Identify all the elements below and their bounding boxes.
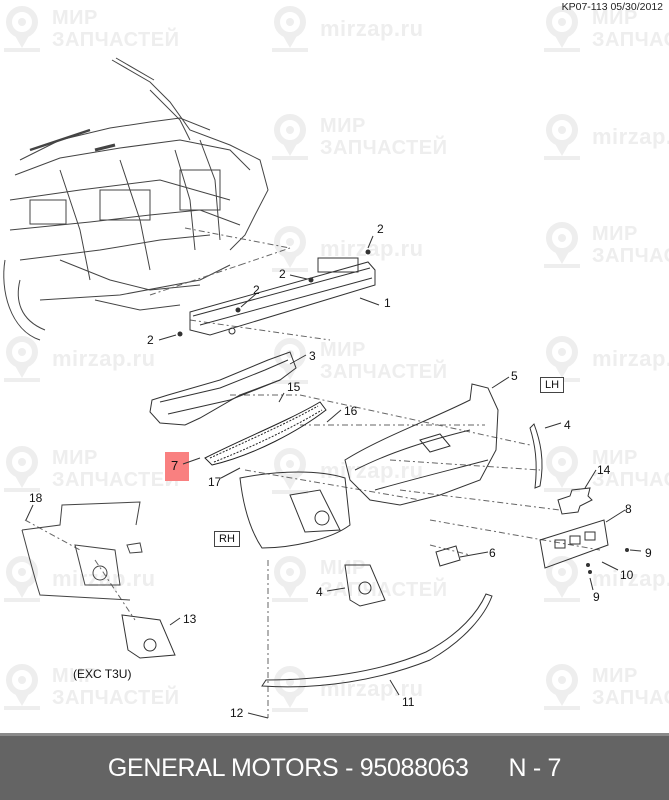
watermark-site-text: mirzap.ru (320, 16, 424, 41)
watermark-line2: ЗАПЧАСТЕЙ (320, 579, 448, 601)
map-pin-icon (272, 448, 308, 494)
watermark-line1: МИР (52, 447, 98, 469)
map-pin-icon (544, 664, 580, 710)
callout-2[interactable]: 2 (147, 333, 154, 347)
watermark-line2: ЗАПЧАСТЕЙ (320, 361, 448, 383)
map-pin-icon (544, 556, 580, 602)
map-pin-icon (272, 114, 308, 160)
callout-16[interactable]: 16 (344, 404, 358, 418)
map-pin-icon (4, 664, 40, 710)
watermark-site-text: mirzap.ru (592, 346, 669, 371)
watermark-line1: МИР (52, 7, 98, 29)
part-14-emblem (557, 487, 593, 515)
map-pin-icon (272, 226, 308, 272)
watermark-line2: ЗАПЧАСТЕЙ (52, 469, 180, 491)
part-8-license-bracket (539, 519, 609, 569)
watermark-line2: ЗАПЧАСТЕЙ (52, 687, 180, 709)
vehicle-front-structure (3, 57, 269, 341)
map-pin-icon (4, 556, 40, 602)
watermark-line1: МИР (320, 115, 366, 137)
part-11-spoiler (261, 593, 493, 688)
part-5-fascia-upper (344, 383, 499, 506)
footer-part-text: GENERAL MOTORS - 95088063 N - 7 (107, 753, 562, 782)
part-3-energy-absorber (149, 351, 297, 426)
callout-2[interactable]: 2 (253, 283, 260, 297)
diagram-canvas: МИР ЗАПЧАСТЕЙ mirzap.ru МИР ЗАПЧАСТЕЙ МИ… (3, 1, 669, 720)
exploded-parts-drawing (3, 57, 642, 719)
callout-18[interactable]: 18 (29, 491, 43, 505)
exclusion-note: (EXC T3U) (73, 667, 132, 681)
callout-4[interactable]: 4 (564, 418, 571, 432)
watermark-line1: МИР (320, 557, 366, 579)
watermark-line2: ЗАПЧАСТЕЙ (592, 687, 669, 709)
callout-9[interactable]: 9 (593, 590, 600, 604)
callout-11[interactable]: 11 (402, 695, 415, 709)
callout-1[interactable]: 1 (384, 296, 391, 310)
part-1-impact-bar (189, 257, 376, 336)
callout-6[interactable]: 6 (489, 546, 496, 560)
watermark-line2: ЗАПЧАСТЕЙ (592, 29, 669, 51)
watermark-line2: ЗАПЧАСТЕЙ (52, 29, 180, 51)
part-13-fog-bezel (121, 614, 176, 659)
watermark-line2: ЗАПЧАСТЕЙ (320, 137, 448, 159)
map-pin-icon (4, 336, 40, 382)
part-info-footer: GENERAL MOTORS - 95088063 N - 7 (0, 733, 669, 800)
watermark-line1: МИР (320, 339, 366, 361)
watermark-line2: ЗАПЧАСТЕЙ (592, 245, 669, 267)
highlighted-part-marker[interactable] (165, 452, 189, 481)
map-pin-icon (544, 222, 580, 268)
map-pin-icon (272, 6, 308, 52)
watermark-site-text: mirzap.ru (592, 124, 669, 149)
watermark-line2: ЗАПЧАСТЕЙ (592, 469, 669, 491)
watermark-line1: МИР (592, 447, 638, 469)
callout-4[interactable]: 4 (316, 585, 323, 599)
callout-15[interactable]: 15 (287, 380, 301, 394)
callout-14[interactable]: 14 (597, 463, 611, 477)
map-pin-icon (272, 666, 308, 712)
callout-9[interactable]: 9 (645, 546, 652, 560)
left-hand-label: LH (540, 377, 565, 393)
diagram-code: KP07-113 05/30/2012 (561, 1, 663, 13)
watermark-line1: МИР (592, 223, 638, 245)
callout-7[interactable]: 7 (171, 458, 179, 473)
part-18-fascia-rh (21, 501, 143, 601)
map-pin-icon (544, 446, 580, 492)
callout-8[interactable]: 8 (625, 502, 632, 516)
callout-3[interactable]: 3 (309, 349, 316, 363)
part-17-fascia-lower (239, 471, 351, 549)
watermark-site-text: mirzap.ru (320, 236, 424, 261)
watermark-line1: МИР (592, 665, 638, 687)
callout-5[interactable]: 5 (511, 369, 518, 383)
map-pin-icon (4, 6, 40, 52)
map-pin-icon (544, 114, 580, 160)
part-7-grille (204, 401, 327, 466)
watermark-line1: МИР (592, 7, 638, 29)
callout-12[interactable]: 12 (230, 706, 244, 720)
part-2-bolts (177, 249, 371, 337)
part-4-bezel (344, 423, 543, 607)
map-pin-icon (4, 446, 40, 492)
right-hand-label: RH (214, 531, 240, 547)
callout-2[interactable]: 2 (377, 222, 384, 236)
watermark-site-text: mirzap.ru (52, 346, 156, 371)
map-pin-icon (272, 556, 308, 602)
callout-10[interactable]: 10 (620, 568, 634, 582)
callout-13[interactable]: 13 (183, 612, 197, 626)
map-pin-icon (544, 6, 580, 52)
callout-2[interactable]: 2 (279, 267, 286, 281)
part-6-tow-cover (435, 545, 461, 567)
watermark-line1: МИР (52, 665, 98, 687)
watermark-site-text: mirzap.ru (592, 566, 669, 591)
callout-17[interactable]: 17 (208, 475, 222, 489)
